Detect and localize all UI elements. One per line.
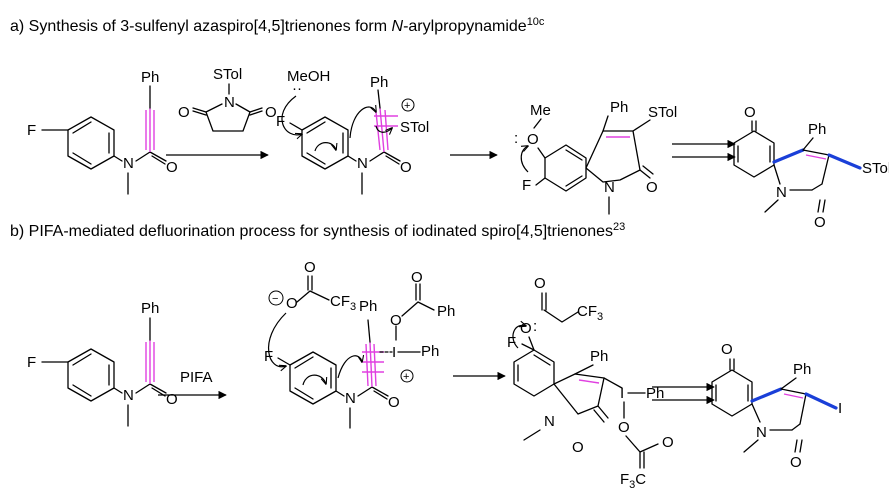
b1-Ph-label: Ph bbox=[141, 300, 159, 317]
a3-Me-label: Me bbox=[530, 102, 551, 119]
b2-O-label: O bbox=[388, 394, 400, 411]
b2-OBz-label: O bbox=[390, 312, 402, 329]
b4-Ph-label: Ph bbox=[793, 361, 811, 378]
b3-O-label-2: O bbox=[572, 439, 584, 456]
a2-STol-label: STol bbox=[400, 119, 429, 136]
a-reagent-nts: STol N O O bbox=[178, 66, 277, 132]
b3-OAc-O2-label: O bbox=[662, 434, 674, 451]
b4-O-label-2: O bbox=[790, 454, 802, 471]
b3-F3C-label: F3C bbox=[620, 471, 646, 491]
a1-F-label: F bbox=[27, 122, 36, 139]
b3-OAc-label: O bbox=[618, 419, 630, 436]
b3-CF3-label: CF3 bbox=[577, 303, 603, 323]
b1-N-label: N bbox=[123, 387, 134, 404]
a3-Ph-label: Ph bbox=[610, 99, 628, 116]
a2-N-label: N bbox=[357, 155, 368, 172]
b4-N-label: N bbox=[756, 424, 767, 441]
b2-F-label: F bbox=[264, 348, 273, 365]
a1-Ph-label: Ph bbox=[141, 69, 159, 86]
b2-Bz-O-label: O bbox=[411, 269, 423, 286]
a1-N-label: N bbox=[123, 155, 134, 172]
a3-lone-pair: : bbox=[514, 130, 518, 147]
a2-MeOH-label: MeOH bbox=[287, 68, 330, 85]
a2-lone-pair: ·· bbox=[292, 80, 302, 97]
b1-F-label: F bbox=[27, 354, 36, 371]
a4-N-label: N bbox=[776, 184, 787, 201]
b3-O-label: O bbox=[520, 320, 532, 337]
a2-plus-charge: + bbox=[404, 100, 410, 112]
a4-STol-label: STol bbox=[862, 160, 889, 177]
a3-F-label: F bbox=[522, 177, 531, 194]
b2-plus-charge: + bbox=[403, 371, 409, 383]
b-product: O I Ph N O bbox=[711, 341, 842, 471]
a2-O-label: O bbox=[400, 159, 412, 176]
a4-O-label: O bbox=[744, 104, 756, 121]
heading-b: b) PIFA-mediated defluorination process … bbox=[10, 221, 625, 240]
b3-I-label: I bbox=[620, 385, 624, 402]
a3-STol-label: STol bbox=[648, 104, 677, 121]
b2-BzPh-label: Ph bbox=[437, 303, 455, 320]
nts-N-label: N bbox=[224, 94, 235, 111]
a1-O-label: O bbox=[166, 159, 178, 176]
b-reagent-pifa: PIFA bbox=[180, 369, 213, 386]
b3-IPh-label: Ph bbox=[646, 385, 664, 402]
b3-lone-pair: : bbox=[533, 318, 537, 335]
heading-a: a) Synthesis of 3-sulfenyl azaspiro[4,5]… bbox=[10, 16, 545, 35]
b2-acO-label: O bbox=[286, 295, 298, 312]
nts-O-right: O bbox=[265, 104, 277, 121]
b3-Ph-label: Ph bbox=[590, 348, 608, 365]
b2-N-label: N bbox=[345, 390, 356, 407]
nts-STol-label: STol bbox=[213, 66, 242, 83]
a-intermediate-2: Me O : F Ph STol N O bbox=[514, 99, 677, 215]
a-starting-material: F N O Ph bbox=[27, 69, 178, 195]
a-product: O STol Ph N O bbox=[733, 104, 889, 231]
b4-O-label: O bbox=[721, 341, 733, 358]
b4-I-label: I bbox=[838, 400, 842, 417]
b3-F-label: F bbox=[507, 334, 516, 351]
b-intermediate-1: − O O CF3 F N O Ph I Ph + O O Ph bbox=[264, 259, 455, 429]
a3-O-label: O bbox=[527, 131, 539, 148]
b3-acO2-label: O bbox=[534, 275, 546, 292]
b2-IPh-label: Ph bbox=[421, 343, 439, 360]
b2-acO2-label: O bbox=[304, 259, 316, 276]
a2-Ph-label: Ph bbox=[370, 74, 388, 91]
nts-O-left: O bbox=[178, 104, 190, 121]
a4-Ph-label: Ph bbox=[808, 121, 826, 138]
a3-N-label: N bbox=[604, 179, 615, 196]
b2-I-label: I bbox=[392, 344, 396, 361]
b-intermediate-2: O CF3 O : F Ph N O I Ph O O F3C bbox=[507, 275, 674, 491]
b1-O-label: O bbox=[166, 391, 178, 408]
b3-N-label: N bbox=[544, 413, 555, 430]
a2-F-label: F bbox=[276, 113, 285, 130]
b-starting-material: F N O Ph bbox=[27, 300, 178, 427]
a3-O-label-2: O bbox=[646, 179, 658, 196]
a-intermediate-1: MeOH ·· F N O Ph STol + bbox=[276, 68, 429, 195]
b2-CF3-label: CF3 bbox=[330, 293, 356, 313]
b2-Ph-label: Ph bbox=[359, 298, 377, 315]
b2-minus-charge: − bbox=[272, 293, 278, 305]
a4-O-label-2: O bbox=[814, 214, 826, 231]
